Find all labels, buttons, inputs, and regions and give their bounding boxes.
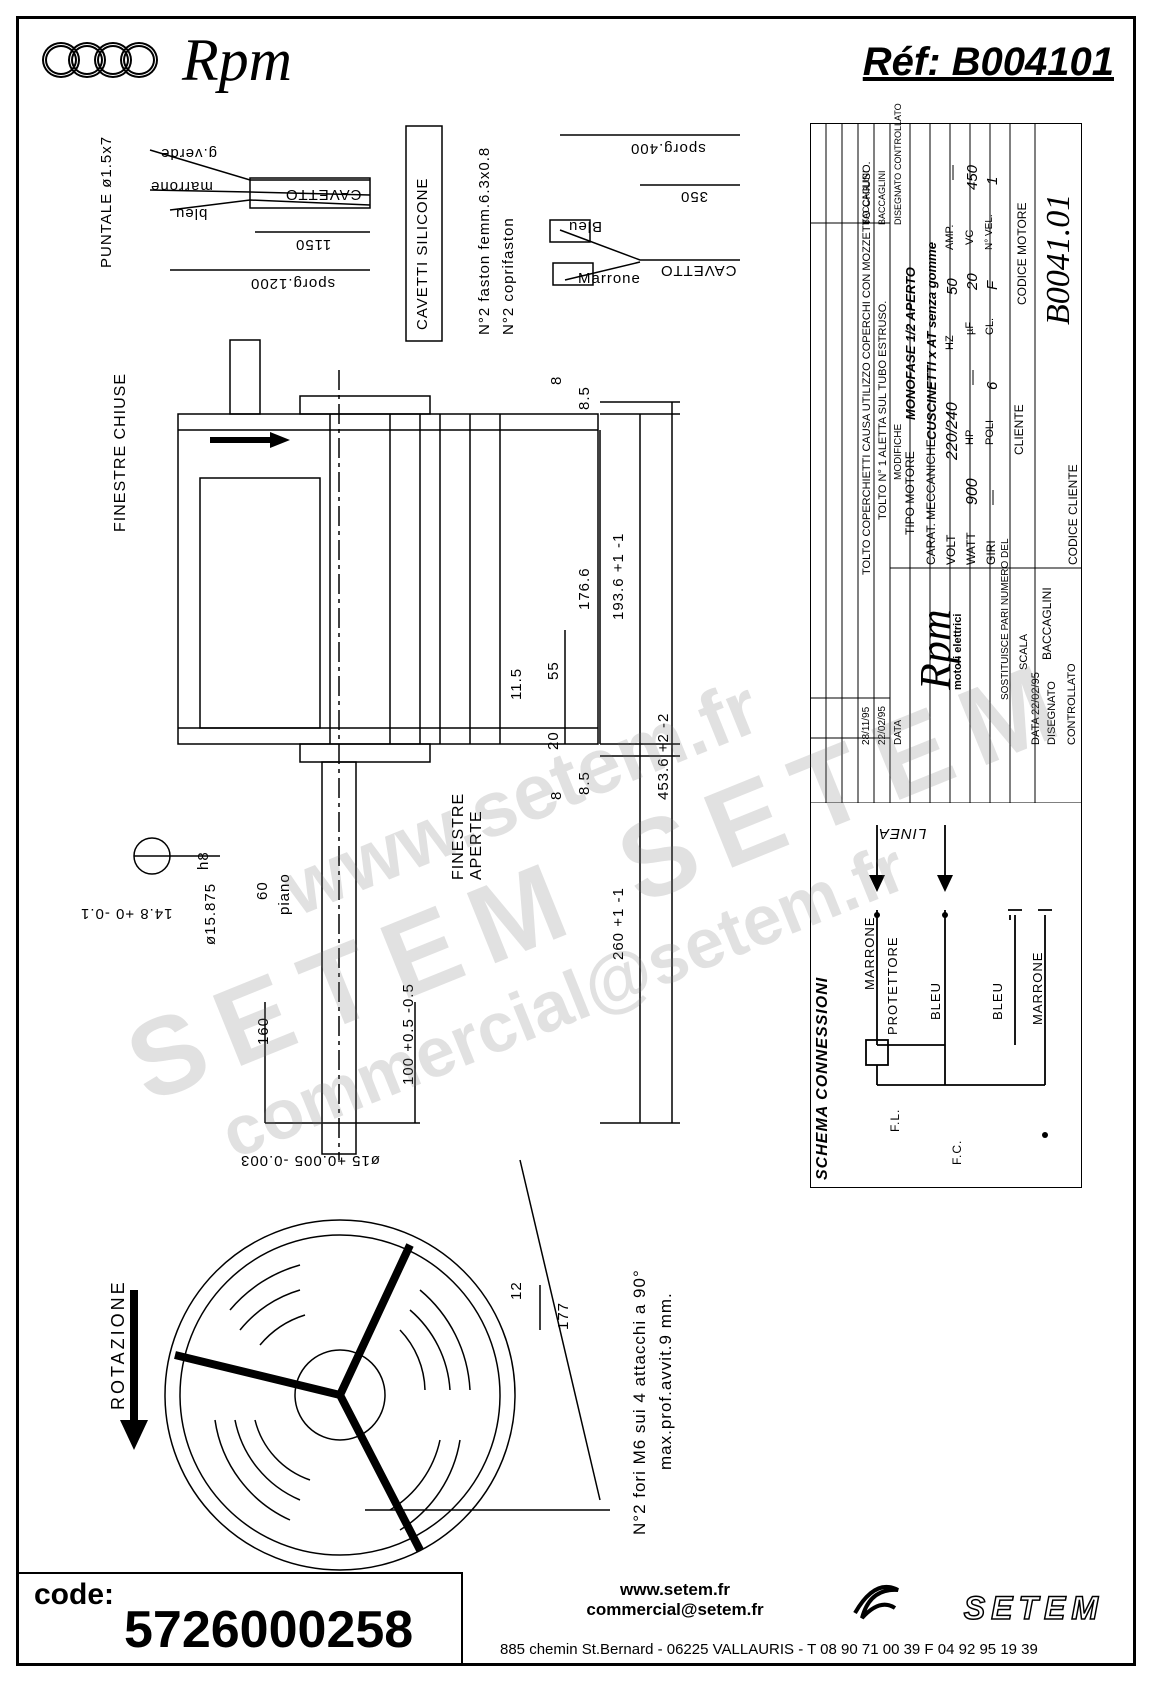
watt-label: WATT: [964, 532, 978, 565]
dim-177: 177: [555, 1301, 572, 1330]
dim-12: 12: [508, 1281, 525, 1300]
schema-marrone2: MARRONE: [1030, 951, 1045, 1025]
mod-1-dis: BACCAGLINI: [877, 170, 887, 225]
giri-value: —: [984, 490, 1001, 505]
dim-8-5a: 8.5: [576, 386, 593, 410]
label-coprifaston: N°2 coprifaston: [500, 217, 517, 335]
setem-logo: SETEM: [963, 1589, 1104, 1627]
hp-label: HP: [964, 429, 976, 445]
label-sporg1200: sporg.1200: [250, 275, 336, 292]
label-profondita: max.prof.avvit.9 mm.: [656, 1292, 675, 1470]
poli-value: 6: [984, 381, 1001, 390]
mod-2-dis: BACCAGLINI: [861, 170, 871, 225]
code-label: code:: [34, 1578, 115, 1611]
volt-value: 220/240: [944, 402, 961, 460]
label-1150: 1150: [295, 236, 332, 253]
giri-label: GIRI: [984, 540, 998, 565]
dim-d15-875: ø15.875: [202, 882, 219, 945]
website-link[interactable]: www.setem.fr: [620, 1580, 730, 1599]
label-350: 350: [680, 188, 709, 205]
dim-14-8: 14.8 +0 -0.1: [80, 905, 173, 922]
schema-title: SCHEMA CONNESSIONI: [814, 976, 831, 1180]
uf-value: 20: [964, 273, 981, 290]
codice-motore-label: CODICE MOTORE: [1015, 202, 1029, 305]
label-marrone: marrone: [150, 178, 213, 195]
carat-value: CUSCINETTI x AT senza gomme: [924, 242, 939, 440]
schema-bleu1: BLEU: [928, 982, 943, 1020]
tipo-value: MONOFASE 1/2 APERTO: [903, 267, 918, 420]
reference-number: Réf: B004101: [862, 40, 1114, 84]
dim-11-5: 11.5: [508, 667, 525, 700]
vel-label: N° VEL.: [984, 214, 995, 250]
schema-fc: F.C.: [950, 1139, 964, 1165]
watt-value: 900: [964, 478, 981, 505]
label-bleu: bleu: [175, 205, 208, 222]
codice-motore-value: B0041.01: [1040, 193, 1077, 325]
label-sporg400: sporg.400: [630, 140, 706, 157]
product-code: 5726000258: [124, 1601, 414, 1659]
label-puntale: PUNTALE ø1.5x7: [98, 135, 115, 268]
vc-value: 450: [964, 164, 981, 190]
coil-logo-icon: [42, 42, 158, 78]
hz-label: HZ: [944, 335, 956, 350]
label-fori: N°2 fori M6 sui 4 attacchi a 90°: [630, 1269, 649, 1535]
schema-marrone: MARRONE: [862, 916, 877, 990]
vc-label: VC: [964, 229, 976, 245]
company-address: 885 chemin St.Bernard - 06225 VALLAURIS …: [500, 1641, 1038, 1658]
codice-cliente-label: CODICE CLIENTE: [1066, 464, 1080, 565]
brand-name: Rpm: [182, 27, 292, 93]
label-cavetto2: CAVETTO: [660, 262, 737, 279]
dim-60: 60: [254, 881, 271, 900]
schema-bleu2: BLEU: [990, 982, 1005, 1020]
label-verde: g.verde: [160, 145, 218, 162]
vel-value: 1: [984, 176, 1001, 185]
code-box: [16, 1572, 463, 1666]
schema-fl: F.L.: [888, 1108, 902, 1132]
label-bleu2: Bleu: [568, 218, 603, 235]
title-block: [810, 123, 1082, 1188]
amp-value: —: [944, 165, 961, 180]
schema-protettore: PROTETTORE: [885, 936, 900, 1035]
dim-55: 55: [545, 661, 562, 680]
label-cavetto: CAVETTO: [285, 186, 362, 203]
setem-swirl-icon: [850, 1578, 900, 1628]
carat-label: CARAT. MECCANICHE: [924, 439, 938, 565]
tipo-label: TIPO MOTORE: [903, 451, 917, 535]
drawing-frame: [16, 16, 1136, 1666]
cl-value: F: [984, 280, 1001, 290]
volt-label: VOLT: [944, 534, 958, 565]
mod-1-text: TOLTO N° 1 ALETTA SUL TUBO ESTRUSO.: [877, 300, 889, 520]
rpm-logo: Rpm: [42, 30, 292, 90]
email-link[interactable]: commercial@setem.fr: [586, 1600, 764, 1619]
label-finestre-chiuse: FINESTRE CHIUSE: [112, 372, 129, 532]
label-faston: N°2 faston femm.6.3x0.8: [476, 146, 493, 335]
dim-193-6: 193.6 +1 -1: [610, 532, 627, 620]
hp-value: —: [964, 370, 981, 385]
dim-176-6: 176.6: [576, 567, 593, 610]
mod-header-dis: DISEGNATO: [893, 172, 903, 225]
label-rotazione: ROTAZIONE: [108, 1279, 128, 1410]
uf-label: µF: [964, 321, 976, 335]
cliente-label: CLIENTE: [1012, 404, 1026, 455]
label-h8: h8: [195, 851, 212, 870]
title-block-grid: [810, 123, 1082, 803]
hz-value: 50: [944, 278, 961, 295]
amp-label: AMP.: [944, 224, 956, 250]
dim-8a: 8: [548, 375, 565, 385]
mod-header-ctrl: CONTROLLATO: [893, 103, 903, 170]
label-cavetti-silicone: CAVETTI SILICONE: [414, 177, 431, 330]
poli-label: POLI: [984, 419, 996, 445]
label-marrone2: Marrone: [578, 270, 641, 287]
cl-label: CL.: [984, 317, 996, 335]
